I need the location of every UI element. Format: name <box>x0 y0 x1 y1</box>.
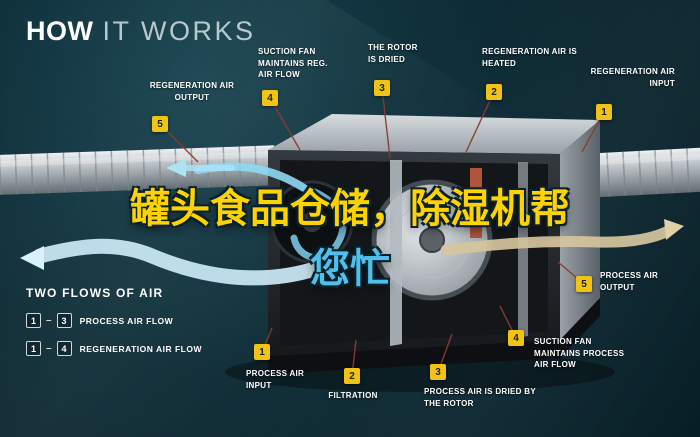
legend-row-regeneration: 1 – 4 REGENERATION AIR FLOW <box>26 341 202 356</box>
legend-badge-to: 3 <box>56 313 72 328</box>
left-duct <box>0 145 276 196</box>
page-title: HOW IT WORKS <box>26 16 256 47</box>
callout-badge-4-suction-reg: 4 <box>262 90 278 106</box>
callout-badge-4-suction-process: 4 <box>508 330 524 346</box>
callout-badge-5-regen-output: 5 <box>152 116 168 132</box>
heater-element <box>470 168 482 238</box>
callout-badge-3-rotor-dried: 3 <box>374 80 390 96</box>
blue-airflow <box>409 196 473 219</box>
callout-badge-1-process-input: 1 <box>254 344 270 360</box>
callout-badge-2-filtration: 2 <box>344 368 360 384</box>
airflow-ribbons <box>20 159 684 286</box>
callout-label-filtration: FILTRATION <box>328 391 378 400</box>
airflow-arrow-left <box>166 159 186 177</box>
airflow-arrow-right <box>664 219 684 240</box>
callout-badge-3-process-dried: 3 <box>430 364 446 380</box>
legend-label-process: PROCESS AIR FLOW <box>79 315 174 326</box>
airflow-arrow-output <box>20 246 44 270</box>
title-light: IT WORKS <box>102 16 256 46</box>
callout-label-process-air-input: PROCESS AIR INPUT <box>246 369 305 390</box>
title-bold: HOW <box>26 16 94 46</box>
legend-badge-from: 1 <box>26 341 41 356</box>
callout-badge-5-process-output: 5 <box>576 276 592 292</box>
callout-label-process-dried: PROCESS AIR IS DRIED BY THE ROTOR <box>424 387 536 408</box>
legend-title: TWO FLOWS OF AIR <box>26 286 164 300</box>
callout-label-suction-fan-reg: SUCTION FAN MAINTAINS REG. AIR FLOW <box>258 47 328 80</box>
callout-badge-1-regen-input: 1 <box>596 104 612 120</box>
callout-label-rotor-dried: THE ROTOR IS DRIED <box>368 43 418 64</box>
machine-base <box>268 298 600 374</box>
legend-label-regeneration: REGENERATION AIR FLOW <box>79 343 202 354</box>
callout-label-regen-air-output: REGENERATION AIR OUTPUT <box>149 81 235 102</box>
callout-label-regen-air-input: REGENERATION AIR INPUT <box>590 67 675 88</box>
callout-label-regen-heated: REGENERATION AIR IS HEATED <box>482 47 578 68</box>
machine-body <box>225 114 615 392</box>
tan-airflow-ribbon <box>440 225 674 256</box>
callout-label-process-air-output: PROCESS AIR OUTPUT <box>600 271 659 292</box>
legend-badge-to: 4 <box>56 341 72 356</box>
legend-row-process: 1 – 3 PROCESS AIR FLOW <box>26 313 202 328</box>
legend-dash: – <box>46 343 52 354</box>
callout-label-suction-fan-process: SUCTION FAN MAINTAINS PROCESS AIR FLOW <box>534 337 625 370</box>
callout-badge-2-regen-heated: 2 <box>486 84 502 100</box>
legend: TWO FLOWS OF AIR 1 – 3 PROCESS AIR FLOW … <box>26 286 202 356</box>
blue-airflow <box>290 184 347 261</box>
regen-output-ribbon <box>32 238 326 286</box>
legend-badge-from: 1 <box>26 313 41 328</box>
legend-dash: – <box>46 315 52 326</box>
machine-top-face <box>268 114 600 154</box>
